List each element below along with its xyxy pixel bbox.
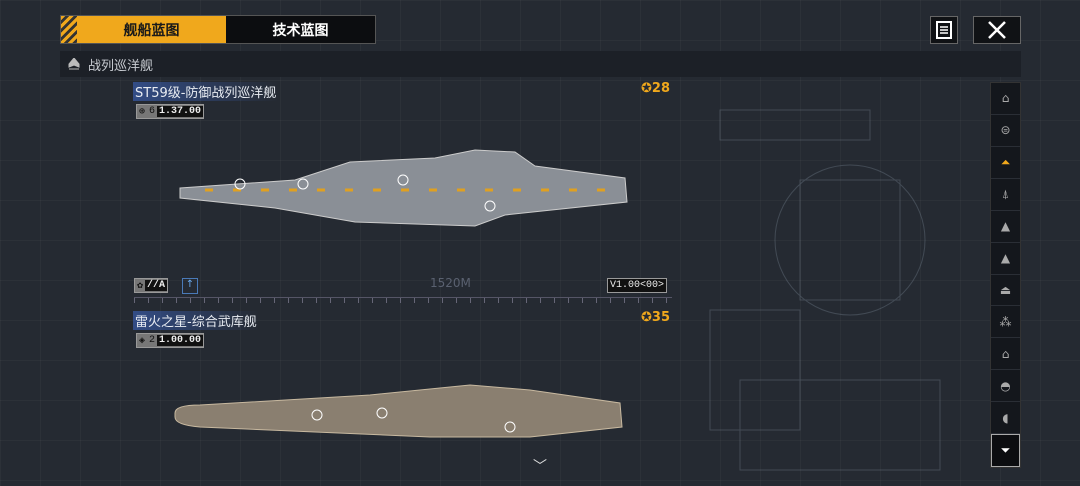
ship-cost: ✪28 xyxy=(641,81,670,96)
class-auxiliary-icon[interactable]: ⊜ xyxy=(991,115,1020,147)
faction-icon: ◈ xyxy=(139,335,146,347)
badge-value: 1.37.00 xyxy=(157,106,204,117)
version-badge: V1.00<00> xyxy=(607,278,668,293)
close-icon xyxy=(988,21,1006,39)
filter-button[interactable]: ⏷ xyxy=(991,434,1020,468)
class-destroyer-icon[interactable]: ▲ xyxy=(991,211,1020,243)
class-dome-icon[interactable]: ◓ xyxy=(991,370,1020,403)
ship-name[interactable]: ST59级-防御战列巡洋舰 xyxy=(133,82,279,101)
class-cruiser-icon[interactable]: ⍋ xyxy=(991,179,1020,211)
badge-num: 6 xyxy=(149,106,156,117)
ship-name[interactable]: 雷火之星-综合武库舰 xyxy=(133,311,259,330)
class-fighter-icon[interactable]: ⁂ xyxy=(991,306,1020,339)
blueprint-decoration xyxy=(709,109,941,471)
ruler xyxy=(134,297,672,303)
badge-value: 1.00.00 xyxy=(157,335,204,346)
version-value: V1.00<00> xyxy=(610,280,665,291)
ship-image[interactable] xyxy=(170,375,630,450)
ship-image[interactable] xyxy=(175,140,635,240)
tag-value: //A xyxy=(145,280,168,291)
tab-stripe xyxy=(61,16,77,43)
ship-class-sidebar: ⌂ ⊜ ⏶ ⍋ ▲ ▲ ⏏ ⁂ ⌂ ◓ ◖ ⏷ xyxy=(990,82,1021,468)
category-bar: 战列巡洋舰 xyxy=(60,51,1021,77)
globe-icon: ⊕ xyxy=(139,106,146,118)
class-shield-icon[interactable]: ◖ xyxy=(991,402,1020,435)
category-label: 战列巡洋舰 xyxy=(88,58,154,74)
filter-icon: ⏷ xyxy=(1000,443,1011,458)
tab-bar: 舰船蓝图 技术蓝图 xyxy=(60,15,376,44)
tab-ship-blueprint[interactable]: 舰船蓝图 xyxy=(77,16,226,43)
cost-icon: ✪ xyxy=(641,81,652,96)
info-pin-icon[interactable]: ↑ xyxy=(182,278,198,294)
class-corvette-icon[interactable]: ⏏ xyxy=(991,275,1020,307)
scroll-down-chevron-icon[interactable]: ﹀ xyxy=(533,459,547,475)
class-frigate-icon[interactable]: ▲ xyxy=(991,243,1020,275)
badge-num: 2 xyxy=(149,335,156,346)
document-icon xyxy=(936,21,952,39)
ship-length: 1520M xyxy=(430,276,471,290)
tab-tech-blueprint[interactable]: 技术蓝图 xyxy=(272,22,329,39)
cost-value: 35 xyxy=(651,310,670,325)
notes-button[interactable] xyxy=(930,16,958,44)
class-battlecruiser-icon[interactable]: ⏶ xyxy=(991,147,1020,179)
ship-tag: ✿//A xyxy=(134,278,169,293)
ship-cost: ✪35 xyxy=(641,310,670,325)
gear-icon: ✿ xyxy=(137,280,144,292)
battlecruiser-icon xyxy=(68,58,80,70)
cost-value: 28 xyxy=(651,81,670,96)
class-hangar-icon[interactable]: ⌂ xyxy=(991,338,1020,371)
class-carrier-icon[interactable]: ⌂ xyxy=(991,83,1020,115)
cost-icon: ✪ xyxy=(641,310,652,325)
close-button[interactable] xyxy=(973,16,1021,44)
